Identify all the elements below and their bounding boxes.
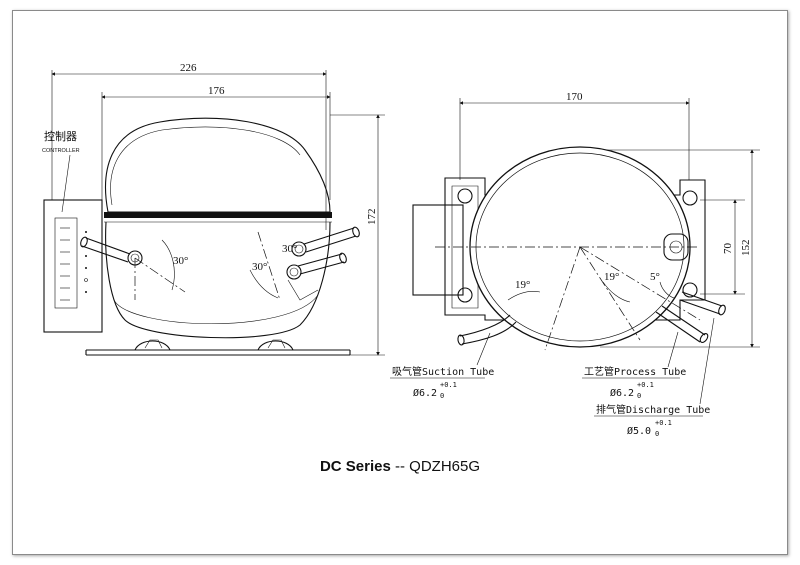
suction-tube-dia: Ø6.2 — [413, 387, 437, 399]
side-right-tubes — [655, 291, 726, 405]
discharge-tube-tol-up: +0.1 — [655, 419, 672, 427]
dim-side-width: 170 — [459, 91, 690, 180]
controller-box: 控制器 CONTROLLER — [42, 129, 103, 333]
title-series: DC Series — [319, 458, 391, 475]
dim-side-mount: 70 — [700, 199, 745, 295]
suction-tube-tol-up: +0.1 — [440, 381, 457, 389]
dim-overall-width: 226 — [51, 62, 327, 230]
dim-height: 172 — [330, 114, 385, 356]
dim-side-mount-label: 70 — [722, 243, 734, 255]
dim-side-width-label: 170 — [566, 91, 583, 103]
discharge-tube-tol-low: 0 — [655, 430, 659, 438]
suction-tube-label: 吸气管Suction Tube Ø6.2 +0.1 0 — [390, 365, 494, 400]
front-angle-right: 30° — [282, 243, 297, 255]
side-angle-left: 19° — [515, 279, 530, 291]
dim-body-width: 176 — [101, 85, 331, 200]
title-separator: -- — [395, 458, 405, 475]
dim-side-height-label: 152 — [740, 240, 752, 257]
suction-tube-tol-low: 0 — [440, 392, 444, 400]
drawing-title: DC Series -- QDZH65G — [0, 458, 800, 475]
front-angle-left: 30° — [173, 255, 188, 267]
front-left-tube — [80, 236, 143, 266]
side-angle-mid: 19° — [604, 271, 619, 283]
process-tube-label: 工艺管Process Tube Ø6.2 +0.1 0 — [582, 365, 686, 400]
dim-height-label: 172 — [366, 209, 378, 226]
side-angle-small: 5° — [650, 271, 660, 283]
dim-body-width-label: 176 — [208, 85, 225, 97]
controller-label-cn: 控制器 — [44, 129, 77, 143]
process-tube-name: 工艺管Process Tube — [584, 365, 686, 378]
suction-tube-name: 吸气管Suction Tube — [392, 365, 494, 378]
side-view: 170 70 152 — [390, 91, 760, 438]
front-view: 226 176 172 — [42, 62, 385, 356]
dim-overall-width-label: 226 — [180, 62, 197, 74]
process-tube-tol-up: +0.1 — [637, 381, 654, 389]
discharge-tube-dia: Ø5.0 — [627, 425, 651, 437]
process-tube-tol-low: 0 — [637, 392, 641, 400]
front-angle-mid: 30° — [252, 261, 267, 273]
discharge-tube-name: 排气管Discharge Tube — [596, 403, 710, 416]
process-tube-dia: Ø6.2 — [610, 387, 634, 399]
title-model: QDZH65G — [409, 458, 481, 475]
side-suction-tube — [457, 314, 517, 366]
controller-label-en: CONTROLLER — [42, 148, 80, 154]
front-right-tubes — [286, 226, 360, 301]
dim-side-height: 152 — [600, 149, 760, 348]
discharge-tube-label: 排气管Discharge Tube Ø5.0 +0.1 0 — [594, 403, 710, 438]
